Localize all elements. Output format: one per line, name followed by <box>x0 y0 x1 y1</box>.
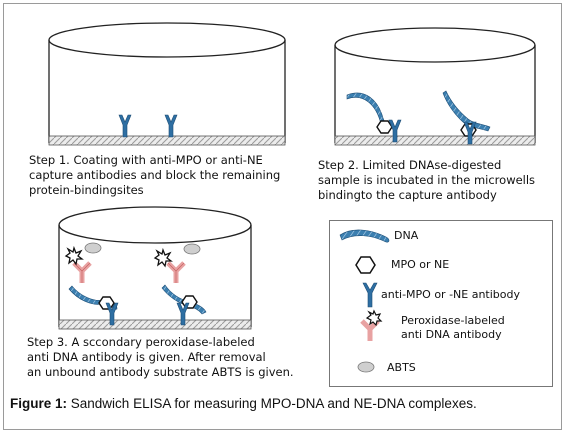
capture-antibody-icon <box>118 114 132 138</box>
well-step2 <box>334 27 536 146</box>
caption-label: Figure 1: <box>10 396 68 411</box>
capture-antibody-icon <box>164 114 178 138</box>
legend-capture-antibody-label: anti-MPO or -NE antibody <box>381 288 521 301</box>
step2-text: Step 2. Limited DNAse-digested sample is… <box>318 158 536 202</box>
legend: DNA MPO or NE anti-MPO or -NE antibody P… <box>329 220 553 387</box>
mpo-hexagon-icon <box>376 120 393 134</box>
legend-peroxidase-antibody-label: Peroxidase-labeled anti DNA antibody <box>401 314 505 341</box>
peroxidase-star-icon <box>365 309 383 327</box>
well-step1 <box>48 22 286 146</box>
figure-caption: Figure 1: Sandwich ELISA for measuring M… <box>10 396 558 411</box>
peroxidase-antibody-icon <box>168 263 184 283</box>
legend-icons <box>339 229 390 373</box>
legend-mpo-label: MPO or NE <box>391 258 450 271</box>
caption-text: Sandwich ELISA for measuring MPO-DNA and… <box>70 396 477 411</box>
peroxidase-star-icon <box>65 247 83 265</box>
well-step3 <box>58 206 252 330</box>
mpo-hexagon-icon <box>355 256 376 274</box>
step1-text: Step 1. Coating with anti-MPO or anti-NE… <box>29 153 281 197</box>
mpo-hexagon-icon <box>181 295 198 309</box>
dna-strand <box>346 92 385 126</box>
legend-abts-label: ABTS <box>387 361 416 374</box>
abts-icon <box>183 243 201 255</box>
capture-antibody-icon <box>362 282 378 308</box>
abts-icon <box>84 242 102 254</box>
peroxidase-antibody-icon <box>74 263 90 283</box>
legend-dna-label: DNA <box>394 229 419 242</box>
abts-icon <box>357 361 375 373</box>
step3-text: Step 3. A sccondary peroxidase-labeled a… <box>27 335 294 379</box>
dna-icon <box>339 229 390 243</box>
